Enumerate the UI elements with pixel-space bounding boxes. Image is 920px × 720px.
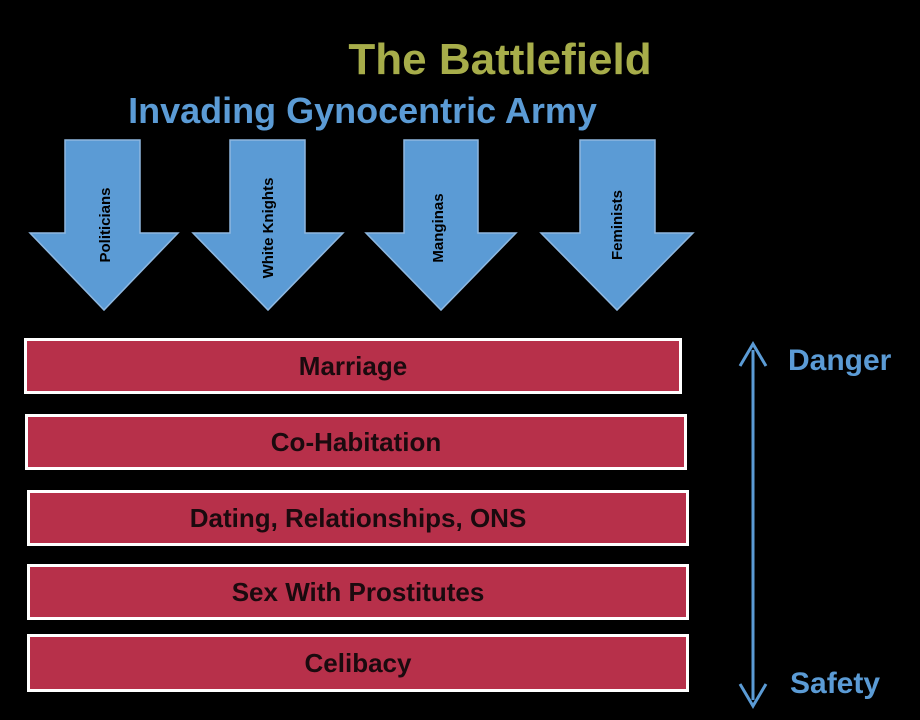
down-arrow-white-knights: White Knights	[191, 139, 345, 312]
title-container: The Battlefield	[300, 34, 700, 86]
down-arrow-manginas: Manginas	[364, 139, 518, 312]
scale-label-danger: Danger	[788, 344, 892, 377]
level-bar-sex-with-prostitutes: Sex With Prostitutes	[27, 564, 689, 620]
slide-title: The Battlefield	[348, 35, 652, 84]
arrow-label-manginas: Manginas	[430, 193, 447, 262]
level-label-sex-with-prostitutes: Sex With Prostitutes	[231, 576, 485, 607]
arrow-label-feminists: Feminists	[609, 190, 626, 260]
level-bar-co-habitation: Co-Habitation	[25, 414, 687, 470]
level-bar-celibacy: Celibacy	[27, 634, 689, 692]
level-label-co-habitation: Co-Habitation	[270, 426, 442, 457]
level-label-celibacy: Celibacy	[304, 647, 412, 678]
arrow-label-white-knights: White Knights	[260, 178, 277, 279]
subtitle-container: Invading Gynocentric Army	[90, 88, 635, 134]
level-label-marriage: Marriage	[298, 350, 408, 381]
danger-safety-scale-arrow	[738, 341, 768, 709]
arrow-label-politicians: Politicians	[97, 187, 114, 262]
level-label-dating: Dating, Relationships, ONS	[189, 502, 527, 533]
slide-subtitle: Invading Gynocentric Army	[128, 90, 597, 131]
level-bar-marriage: Marriage	[24, 338, 682, 394]
down-arrow-politicians: Politicians	[28, 139, 180, 312]
scale-label-safety: Safety	[790, 667, 881, 700]
down-arrow-feminists: Feminists	[539, 139, 695, 312]
level-bar-dating: Dating, Relationships, ONS	[27, 490, 689, 546]
